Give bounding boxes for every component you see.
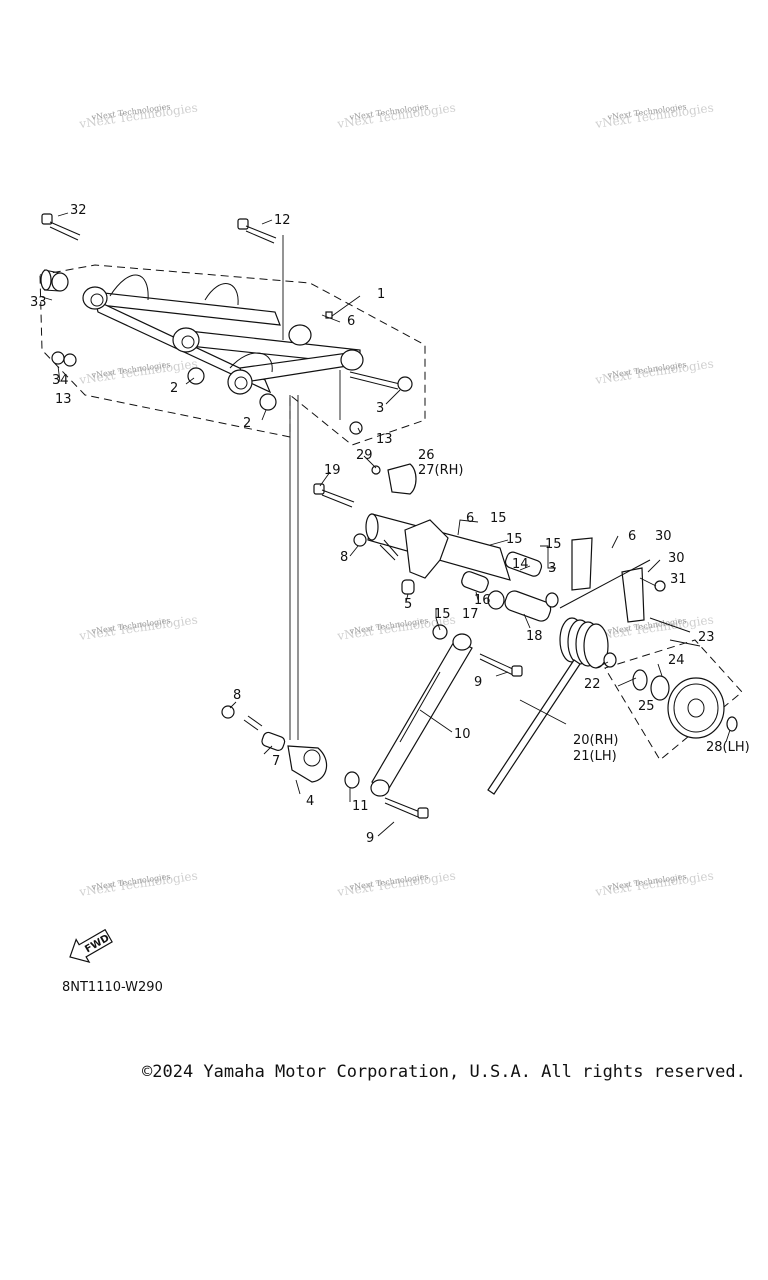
callout-2b: 2 (243, 416, 251, 431)
callout-10: 10 (454, 727, 471, 742)
callout-30: 30 (655, 529, 672, 544)
callout-13b: 13 (376, 432, 393, 447)
leader-lines (41, 212, 731, 837)
bolt-12 (237, 218, 277, 244)
callout-7: 7 (272, 754, 280, 769)
callout-15d: 15 (434, 607, 451, 622)
watermarks: vNext Technologies vNext Technologies vN… (77, 101, 714, 900)
callout-3: 3 (376, 401, 384, 416)
callout-8: 8 (340, 550, 348, 565)
callout-17: 17 (462, 607, 479, 622)
callout-6b: 6 (466, 511, 474, 526)
callout-23: 23 (698, 630, 715, 645)
callout-9b: 9 (366, 831, 374, 846)
fwd-arrow: FWD (69, 928, 113, 964)
callout-32: 32 (70, 203, 87, 218)
callout-28: 27(RH) (418, 463, 464, 478)
lower-parts (221, 705, 360, 789)
callout-34: 34 (52, 373, 69, 388)
callout-6c: 6 (628, 529, 636, 544)
callout-11: 11 (352, 799, 369, 814)
idler-wheel (667, 677, 725, 739)
callout-5: 5 (404, 597, 412, 612)
callout-13: 13 (55, 392, 72, 407)
callout-2: 2 (170, 381, 178, 396)
callout-12: 12 (274, 213, 291, 228)
callout-15c: 15 (545, 537, 562, 552)
callout-26: 28(LH) (706, 740, 750, 755)
callout-30b: 30 (668, 551, 685, 566)
callout-24: 24 (668, 653, 685, 668)
torsion-spring (487, 617, 609, 795)
callout-8b: 8 (233, 688, 241, 703)
callout-15b: 15 (506, 532, 523, 547)
assembly-boundary (39, 264, 426, 446)
diagram-code: 8NT1110-W290 (62, 980, 163, 995)
copyright-notice: ©2024 Yamaha Motor Corporation, U.S.A. A… (142, 1062, 746, 1082)
callout-27: 26 (418, 448, 435, 463)
callout-31: 31 (670, 572, 687, 587)
bracket-30 (571, 537, 593, 591)
callouts: 32 12 1 33 6 34 13 2 2 3 13 29 26 27(RH)… (30, 203, 750, 846)
callout-4: 4 (306, 794, 314, 809)
callout-19: 19 (324, 463, 341, 478)
callout-3b: 3 (548, 561, 556, 576)
link-arm (370, 624, 523, 819)
callout-29: 29 (356, 448, 373, 463)
upper-arm-assembly (39, 213, 426, 446)
callout-20: 20(RH) (573, 733, 619, 748)
callout-21: 21(LH) (573, 749, 617, 764)
callout-15: 15 (490, 511, 507, 526)
callout-22: 22 (584, 677, 601, 692)
rear-axle-assembly (313, 463, 691, 633)
callout-9: 9 (474, 675, 482, 690)
callout-6: 6 (347, 314, 355, 329)
stopper-27 (387, 463, 417, 495)
callout-16: 16 (474, 593, 491, 608)
axle-bracket (404, 519, 449, 579)
idler-wheel-assembly (603, 639, 743, 761)
bolt-32 (41, 213, 81, 241)
callout-33: 33 (30, 295, 47, 310)
callout-25: 25 (638, 699, 655, 714)
collar-33 (40, 269, 69, 292)
callout-14: 14 (512, 557, 529, 572)
callout-18: 18 (526, 629, 543, 644)
callout-1: 1 (377, 287, 385, 302)
